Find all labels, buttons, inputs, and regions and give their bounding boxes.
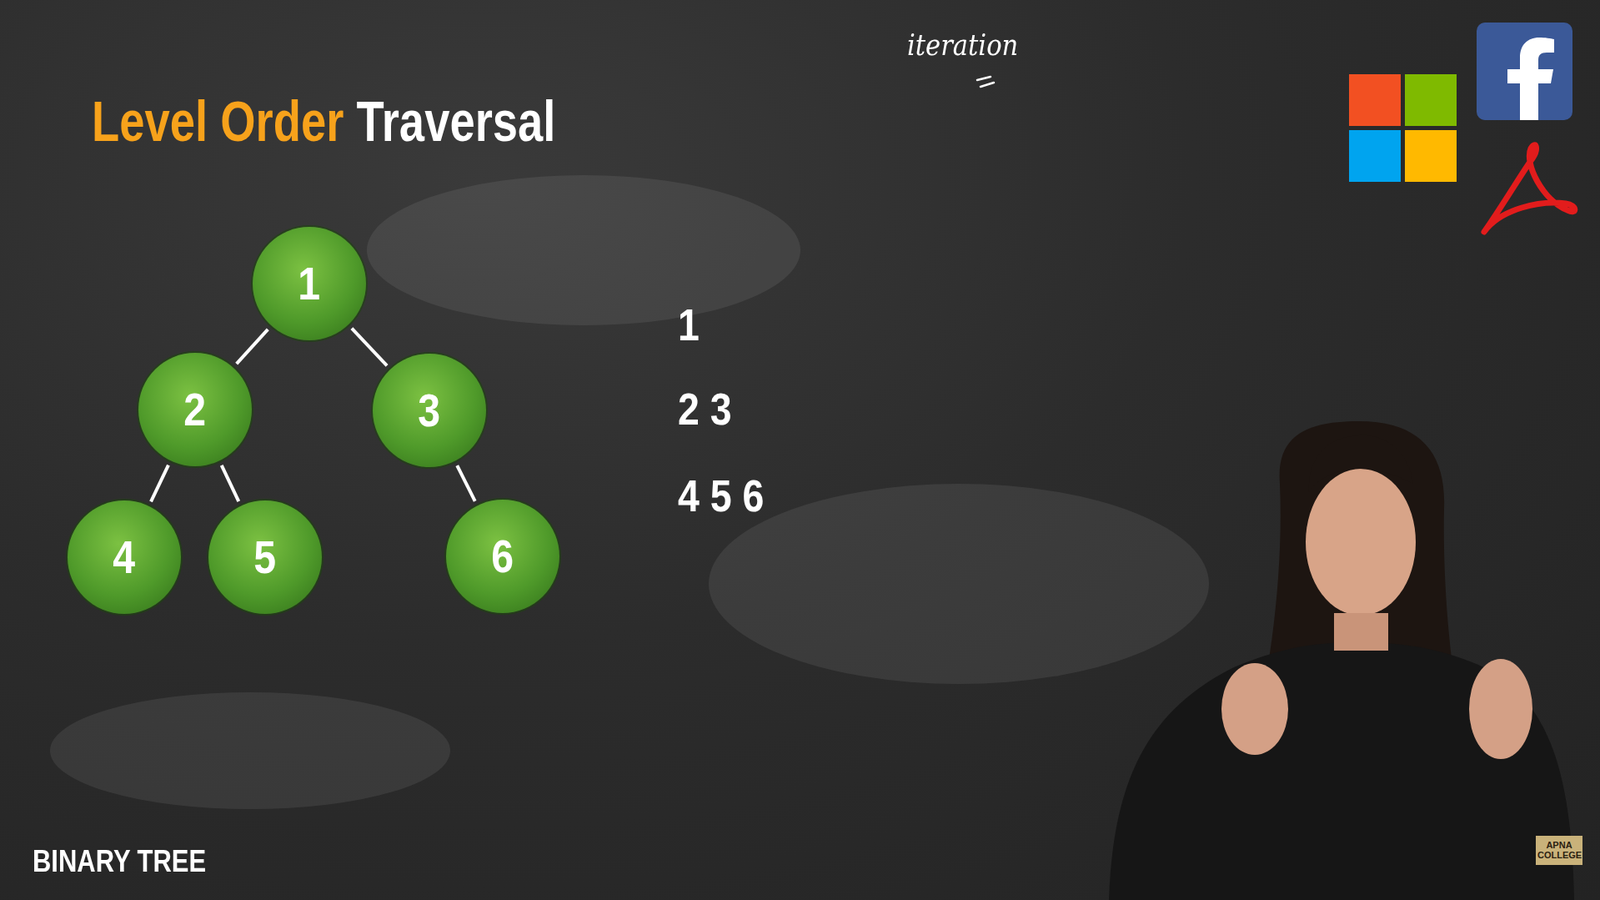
presenter — [1108, 421, 1575, 900]
node-number: 1 — [298, 260, 322, 307]
level-output: 2 3 — [677, 384, 733, 434]
chalk-smudges — [50, 175, 1209, 809]
tree-edge — [236, 329, 269, 364]
node-number: 5 — [254, 533, 277, 581]
tree-node-circle: 6 — [446, 499, 560, 613]
chalk-underline — [977, 76, 994, 87]
tree-node-circle: 1 — [252, 226, 367, 341]
level-output: 4 5 6 — [677, 471, 764, 521]
node-number: 6 — [491, 532, 515, 580]
tree-edge — [456, 465, 476, 502]
tree-edge — [150, 465, 169, 502]
section-label: BINARY TREE — [32, 844, 206, 878]
watermark-logo: APNA COLLEGE — [1535, 835, 1583, 865]
adobe-logo — [1484, 145, 1575, 232]
tree-node-circle: 3 — [372, 353, 487, 467]
tree-edge — [351, 328, 387, 367]
handwritten-note: iteration — [907, 28, 1019, 62]
node-number: 4 — [113, 533, 136, 581]
level-output: 1 — [677, 300, 700, 350]
node-number: 3 — [418, 386, 442, 434]
tree-edge — [221, 465, 240, 502]
tree-node-circle: 2 — [138, 352, 252, 467]
microsoft-logo — [1349, 74, 1457, 182]
tree-node-circle: 5 — [208, 500, 322, 614]
tree-node-circle: 4 — [67, 500, 181, 614]
node-number: 2 — [184, 386, 207, 433]
facebook-logo — [1476, 22, 1573, 121]
title: Level Order Traversal — [91, 90, 556, 153]
